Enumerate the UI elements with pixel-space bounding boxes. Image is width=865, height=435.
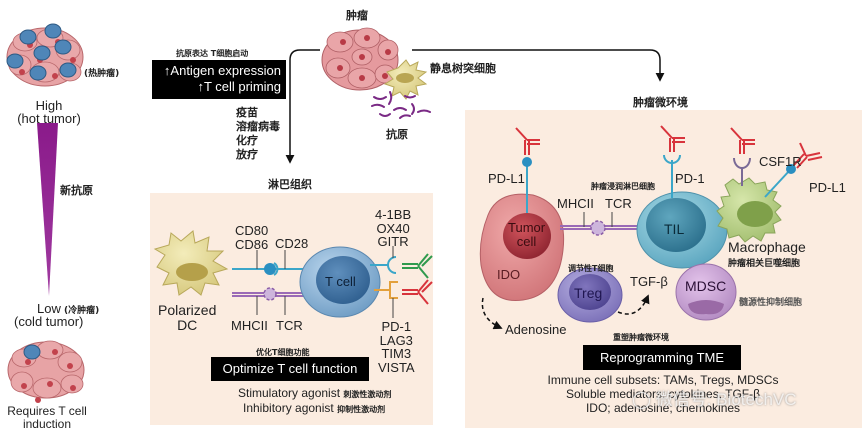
tumor-illustration	[321, 27, 399, 91]
antigen-priming-box: ↑Antigen expression ↑T cell priming	[152, 60, 286, 99]
csf1r-receptor	[733, 157, 751, 169]
lymph-mhcii-label: MHCII	[231, 318, 268, 333]
requires-t-cell-induction-label: Requires T cell induction	[2, 405, 92, 430]
treg-cn-label: 调节性T细胞	[568, 264, 614, 273]
requires-line-1: Requires T cell	[7, 404, 87, 418]
priming-caption-cn: 抗原表达 T细胞启动	[176, 49, 249, 58]
therapy-chemotherapy: 化疗	[236, 134, 258, 147]
macrophage-pd-l1-stalk	[764, 169, 791, 198]
macrophage-pd-l1-ligand	[786, 164, 796, 174]
inhibitory-targets-label: PD-1 LAG3 TIM3 VISTA	[378, 319, 415, 375]
tgf-beta-label: TGF-β	[630, 274, 668, 289]
treg-illustration	[557, 267, 623, 323]
green-agonist-antibody-icon	[402, 253, 433, 279]
up-arrow-icon: ↑	[163, 63, 171, 78]
resting-dendritic-cell-illustration	[383, 59, 428, 100]
therapies-list: 疫苗 溶瘤病毒 化疗 放疗	[236, 106, 280, 162]
neoantigen-gradient-wedge	[37, 123, 58, 296]
cold-tumor-illustration	[7, 340, 85, 403]
lymph-tissue-cn-label: 淋巴组织	[268, 178, 312, 191]
tumor-pd-l1-label: PD-L1	[488, 171, 525, 186]
til-pd-1-receptor	[663, 154, 681, 164]
stimulatory-agonist-line: Stimulatory agonist 刺激性激动剂	[238, 386, 392, 400]
stimulatory-targets-label: 4-1BB OX40 GITR	[375, 207, 412, 250]
t-cell-priming-line: ↑T cell priming	[197, 79, 281, 94]
checkpoint-receptors	[370, 246, 398, 318]
tumor-cn-label: 肿瘤	[346, 9, 368, 22]
mdsc-cn-label: 髓源性抑制细胞	[739, 298, 803, 308]
treg-to-tgf-arrow	[617, 294, 650, 315]
tme-description: Immune cell subsets: TAMs, Tregs, MDSCs …	[518, 373, 808, 415]
macrophage-anti-pd-l1-antibody-icon	[793, 142, 823, 169]
tme-line-2: Soluble mediators: cytokines, TGF-β	[565, 387, 761, 401]
tme-cn-label: 肿瘤微环境	[633, 96, 688, 109]
til-cn-label: 肿瘤浸润淋巴细胞	[591, 182, 655, 191]
anti-csf1r-antibody-icon	[730, 127, 755, 154]
polarized-dc-label: Polarized DC	[158, 302, 217, 333]
inhibitory-agonist-line: Inhibitory agonist 抑制性激动剂	[243, 401, 386, 415]
mdsc-illustration	[675, 263, 737, 321]
ido-to-adenosine-arrow	[481, 297, 503, 330]
tumor-cell-illustration	[479, 193, 565, 302]
tme-line-1: Immune cell subsets: TAMs, Tregs, MDSCs	[547, 373, 779, 387]
tumor-anti-pd-l1-antibody-icon	[515, 127, 540, 155]
cd28-label: CD28	[275, 236, 309, 251]
til-label: TIL	[664, 221, 685, 237]
optimize-t-cell-function-box: Optimize T cell function	[211, 357, 369, 381]
lymph-tcr-label: TCR	[276, 318, 303, 333]
antigen-illustration	[371, 91, 431, 119]
cd80-cd86-label: CD80 CD86	[235, 223, 269, 252]
macrophage-illustration	[716, 177, 782, 243]
ido-label: IDO	[497, 267, 521, 282]
tme-tcr-label: TCR	[605, 196, 632, 211]
til-anti-pd-1-antibody-icon	[660, 125, 685, 152]
adenosine-label: Adenosine	[505, 322, 567, 337]
mhcii-tcr-synapse	[560, 212, 638, 236]
polarized-dc-illustration	[153, 230, 229, 296]
tme-mhcii-label: MHCII	[557, 196, 594, 211]
til-illustration	[636, 191, 728, 269]
hot-tumor-illustration	[6, 23, 84, 87]
tumor-cell-label: Tumor cell	[508, 220, 546, 249]
reprogramming-tme-box: Reprogramming TME	[583, 345, 741, 370]
watermark: ◯ 微信号: BiotechVC	[632, 390, 797, 409]
cold-tumor-cn-label: (冷肿瘤)	[64, 306, 100, 316]
therapy-radiotherapy: 放疗	[236, 148, 258, 161]
optimize-caption-cn: 优化T细胞功能	[256, 348, 310, 357]
flow-line-to-tme	[412, 49, 665, 82]
reprogram-caption-cn: 重塑肿瘤微环境	[613, 333, 669, 342]
low-label: Low	[37, 301, 61, 316]
cold-tumor-label: (cold tumor)	[14, 314, 84, 329]
resting-dc-cn-label: 静息树突细胞	[430, 62, 496, 75]
high-label: High	[35, 98, 63, 113]
flow-line-to-lymph	[285, 49, 320, 164]
mdsc-label: MDSC	[685, 278, 727, 294]
neoantigen-cn-label: 新抗原	[60, 184, 93, 197]
antigen-cn-label: 抗原	[386, 128, 408, 141]
therapy-oncolytic-virus: 溶瘤病毒	[236, 120, 280, 133]
lymph-tissue-panel	[150, 193, 433, 425]
treg-label: Treg	[574, 285, 603, 301]
macrophage-label: Macrophage	[728, 239, 806, 255]
hot-tumor-label: (hot tumor)	[17, 111, 81, 126]
red-blocking-antibody-icon	[402, 279, 433, 305]
requires-line-2: induction	[22, 416, 72, 431]
tumor-pd-l1-ligand	[522, 157, 532, 167]
pd-1-label: PD-1	[675, 171, 705, 186]
antigen-expression-line: ↑Antigen expression	[163, 63, 281, 78]
hot-tumor-cn-label: (热肿瘤)	[84, 69, 120, 79]
t-cell-label: T cell	[325, 274, 356, 289]
t-cell-illustration	[299, 246, 381, 318]
macrophage-pd-l1-label: PD-L1	[809, 180, 846, 195]
csf1r-label: CSF1R	[759, 154, 802, 169]
macrophage-cn-label: 肿瘤相关巨噬细胞	[728, 259, 801, 269]
wechat-icon: ◯	[632, 390, 652, 409]
up-arrow-icon: ↑	[197, 79, 204, 94]
therapy-vaccine: 疫苗	[236, 106, 258, 119]
costimulation-lines	[232, 250, 310, 315]
tme-line-3: IDO; adenosine; chemokines	[585, 401, 741, 415]
